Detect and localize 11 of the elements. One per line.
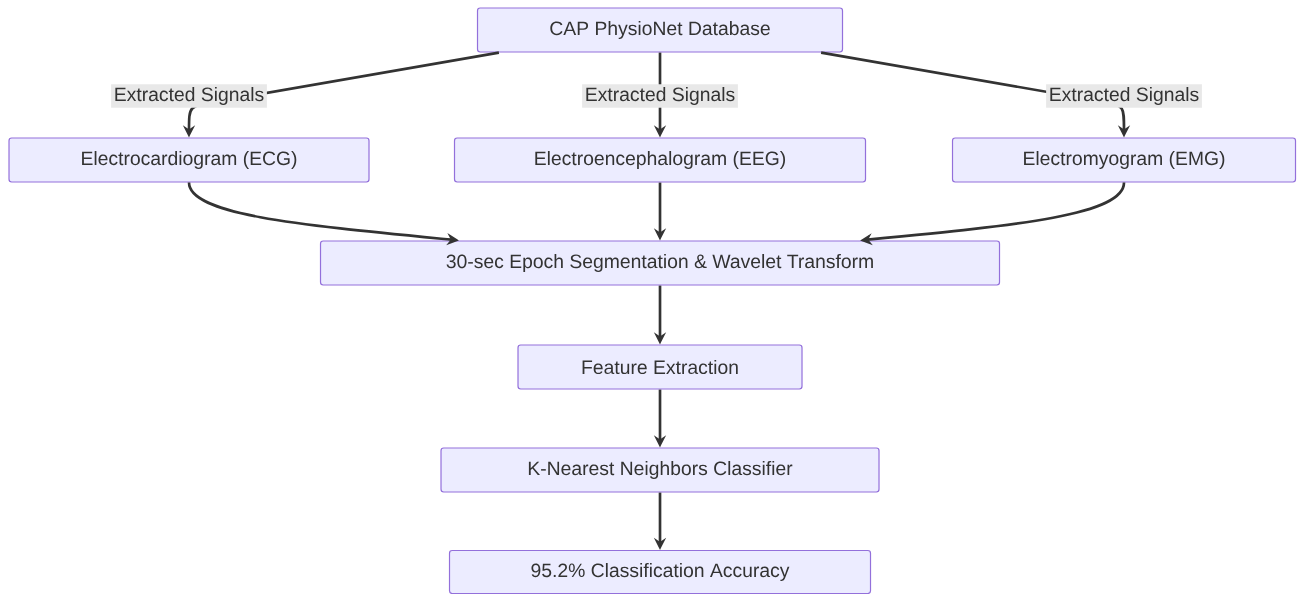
edge-label: Extracted Signals bbox=[1046, 84, 1202, 108]
edge-label: Extracted Signals bbox=[111, 84, 267, 108]
process-box: Electrocardiogram (ECG) bbox=[8, 137, 370, 183]
process-box: K-Nearest Neighbors Classifier bbox=[440, 447, 880, 493]
process-box: 30-sec Epoch Segmentation & Wavelet Transform bbox=[319, 240, 1001, 286]
process-box: Feature Extraction bbox=[517, 344, 803, 390]
edge-label: Extracted Signals bbox=[582, 84, 738, 108]
process-box: Electromyogram (EMG) bbox=[951, 137, 1297, 183]
process-box: 95.2% Classification Accuracy bbox=[448, 549, 872, 594]
process-box: CAP PhysioNet Database bbox=[476, 7, 844, 53]
process-box: Electroencephalogram (EEG) bbox=[453, 137, 867, 183]
